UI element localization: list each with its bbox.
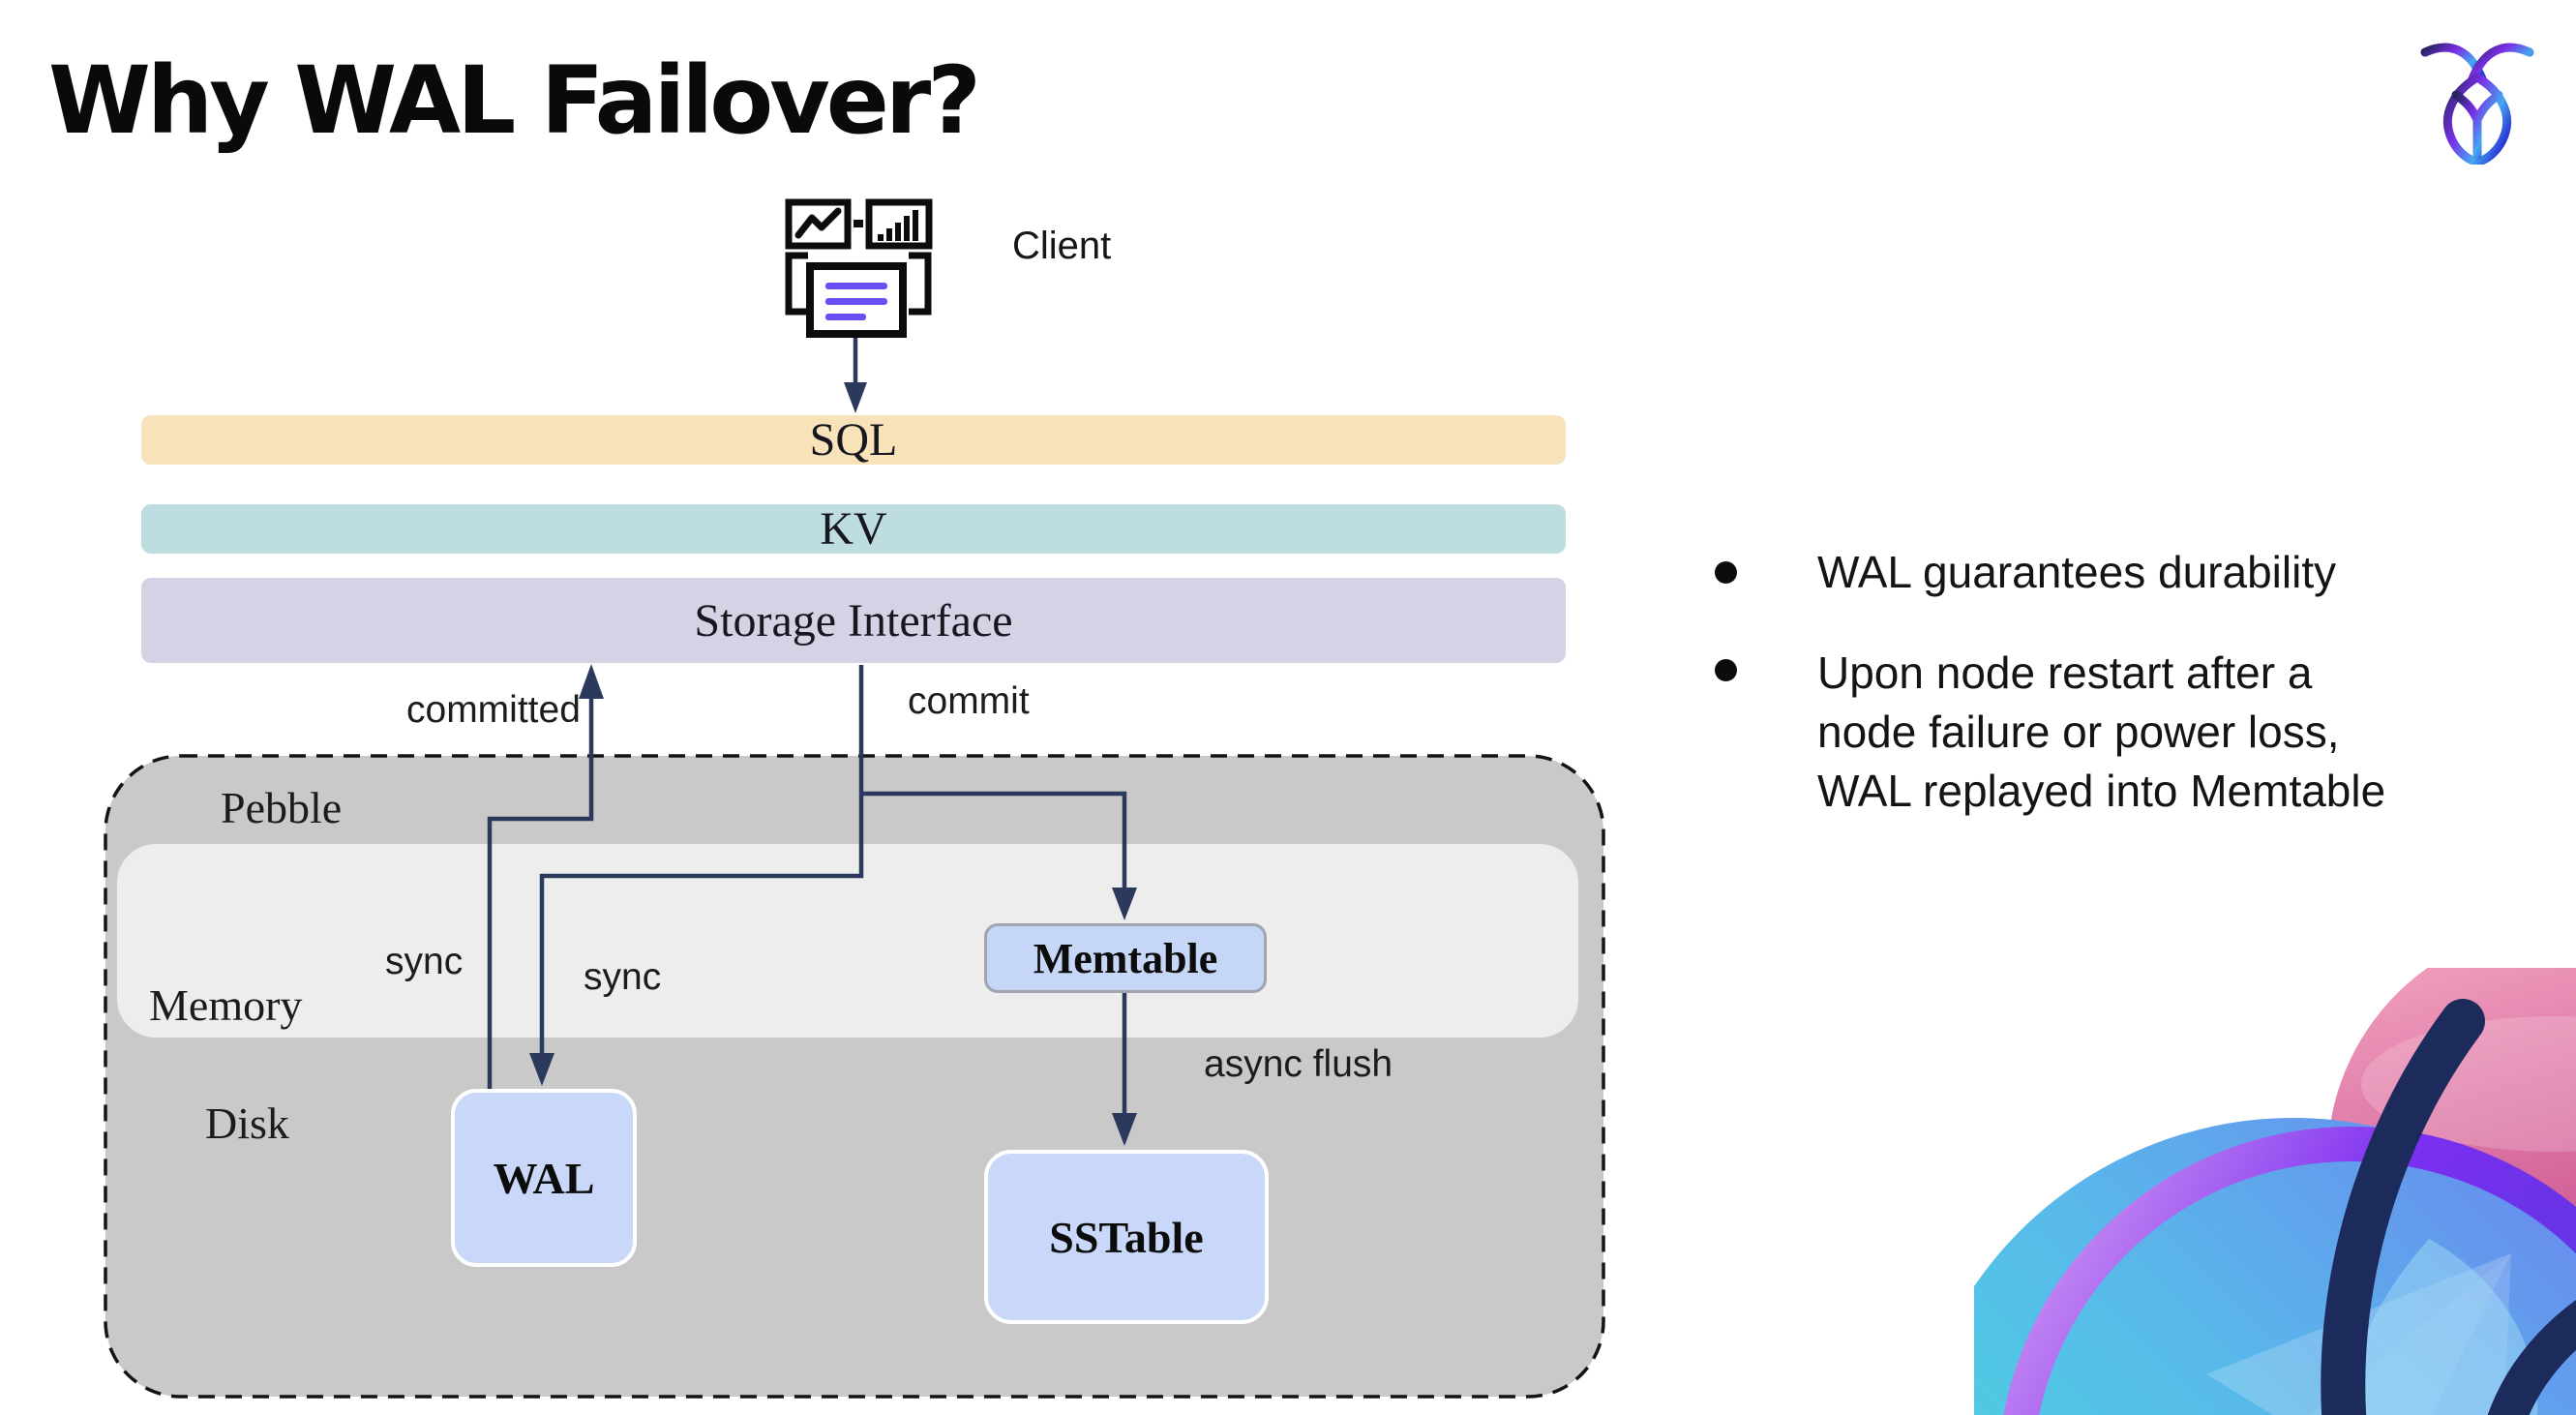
sstable-node: SSTable xyxy=(984,1150,1269,1324)
logo-veins xyxy=(2451,90,2503,161)
bullet-text-line: Upon node restart after a xyxy=(1817,647,2313,698)
memtable-node: Memtable xyxy=(984,923,1267,993)
bullet-text-durability: WAL guarantees durability xyxy=(1817,547,2337,597)
art-navy-veins xyxy=(2321,999,2576,1415)
committed-connector xyxy=(487,689,594,1091)
arrowhead-memtable xyxy=(1112,888,1137,920)
memory-label: Memory xyxy=(149,980,303,1030)
bullet-text-line: node failure or power loss, xyxy=(1817,707,2340,757)
arrowhead-wal xyxy=(529,1053,554,1086)
bullet-text-line: WAL replayed into Memtable xyxy=(1817,766,2386,816)
dash-glyph xyxy=(854,220,863,227)
bullet-dot xyxy=(1715,659,1737,681)
client-dashboard-icon xyxy=(785,198,933,338)
disk-label: Disk xyxy=(205,1099,289,1148)
commit-label: commit xyxy=(908,680,1030,722)
logo-body xyxy=(2442,72,2512,165)
layer-bar-storage: Storage Interface xyxy=(141,578,1566,663)
bullet-dot xyxy=(1715,561,1737,584)
memtable-node-label: Memtable xyxy=(1033,934,1218,982)
async-flush-label: async flush xyxy=(1204,1043,1393,1085)
sstable-node-label: SSTable xyxy=(1049,1212,1204,1262)
client-label: Client xyxy=(1012,225,1112,267)
wal-node-label: WAL xyxy=(493,1153,595,1203)
sync-label-left: sync xyxy=(385,941,464,982)
bracket-right xyxy=(909,252,932,316)
layer-bar-kv: KV xyxy=(141,503,1566,555)
page-title: Why WAL Failover? xyxy=(48,46,981,155)
commit-memtable-connector xyxy=(861,791,1127,892)
arrowhead-committed xyxy=(579,664,604,699)
layer-label-kv: KV xyxy=(820,503,887,555)
arrowhead-sstable xyxy=(1112,1113,1137,1146)
layer-label-sql: SQL xyxy=(809,414,898,466)
sync-label-right: sync xyxy=(584,956,662,998)
text-lines-glyph xyxy=(825,283,887,320)
cockroach-logo-icon xyxy=(2420,43,2534,165)
bracket-left xyxy=(785,252,808,316)
memory-band xyxy=(117,844,1578,1038)
bullet-text-replay: Upon node restart after a node failure o… xyxy=(1817,644,2385,821)
committed-label: committed xyxy=(406,689,581,731)
layer-bar-sql: SQL xyxy=(141,414,1566,466)
art-purple-ring xyxy=(2003,1127,2576,1415)
arrowhead-sql xyxy=(844,382,867,413)
wal-node: WAL xyxy=(451,1089,637,1267)
brand-artwork xyxy=(1974,968,2576,1415)
logo-antenna-right xyxy=(2467,43,2534,86)
pebble-label: Pebble xyxy=(221,783,343,832)
layer-label-storage: Storage Interface xyxy=(694,594,1013,647)
